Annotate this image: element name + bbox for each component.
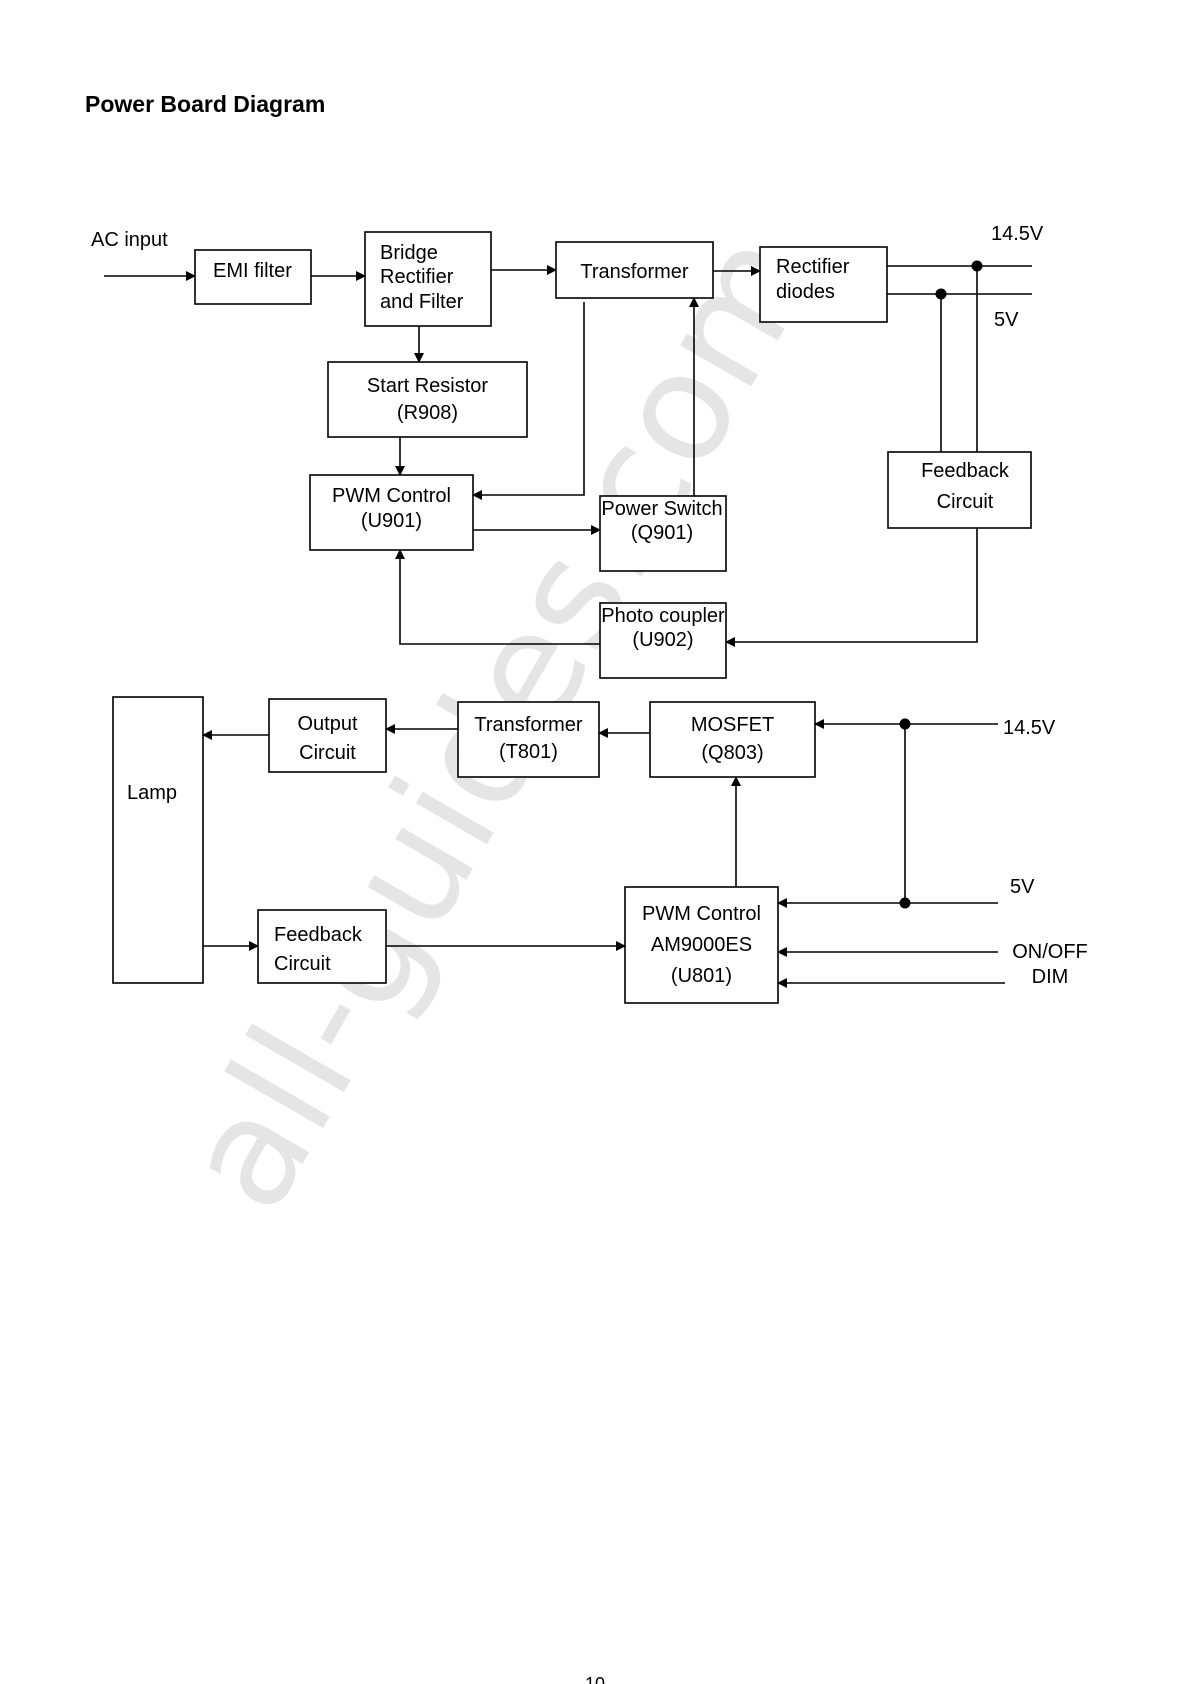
label-output-line-1: Output [297, 713, 357, 735]
wire-transformer-aux-to-pwm [472, 302, 585, 500]
rectifier-diodes-box [759, 246, 888, 323]
label-output-line-2: Circuit [299, 742, 356, 764]
label-transformer: Transformer [580, 261, 689, 283]
label-dim: DIM [1032, 966, 1069, 988]
label-bridge-line-1: Bridge [380, 242, 438, 264]
pwm-control-u801-box [624, 886, 779, 1004]
feedback-circuit-top-box [887, 451, 1032, 529]
label-feedback-bottom-line-1: Feedback [274, 924, 363, 946]
label-in-5v: 5V [1010, 876, 1035, 898]
label-out-5v: 5V [994, 309, 1019, 331]
start-resistor-box [327, 361, 528, 438]
junction-bottom-14v5 [899, 718, 911, 730]
label-photo-coupler-line-1: Photo coupler [601, 605, 725, 627]
label-start-resistor-line-2: (R908) [397, 402, 458, 424]
junction-5v [935, 288, 947, 300]
wire-photo-coupler-to-pwm [395, 549, 600, 645]
label-feedback-top-line-2: Circuit [937, 491, 994, 513]
label-pwm-u901-line-1: PWM Control [332, 485, 451, 507]
label-pwm-u801-line-1: PWM Control [642, 903, 761, 925]
label-power-switch-line-1: Power Switch [601, 498, 722, 520]
transformer-t801-box [457, 701, 600, 778]
transformer-box [555, 241, 714, 299]
label-pwm-u901-line-2: (U901) [361, 510, 422, 532]
label-out-14v5: 14.5V [991, 223, 1044, 245]
label-in-14v5: 14.5V [1003, 717, 1056, 739]
label-lamp: Lamp [127, 782, 177, 804]
label-mosfet-line-1: MOSFET [691, 714, 774, 736]
label-pwm-u801-line-3: (U801) [671, 965, 732, 987]
emi-filter-box [194, 249, 312, 305]
bridge-rectifier-box [364, 231, 492, 327]
label-start-resistor-line-1: Start Resistor [367, 375, 488, 397]
label-pwm-u801-line-2: AM9000ES [651, 934, 752, 956]
label-rectifier-line-1: Rectifier [776, 256, 850, 278]
label-mosfet-line-2: (Q803) [701, 742, 763, 764]
page-number: 10 [585, 1674, 605, 1684]
power-switch-box [599, 495, 727, 572]
output-circuit-box [268, 698, 387, 773]
label-rectifier-line-2: diodes [776, 281, 835, 303]
photo-coupler-box [599, 602, 727, 679]
pwm-control-u901-box [309, 474, 474, 551]
label-t801-line-1: Transformer [474, 714, 583, 736]
label-bridge-line-2: Rectifier [380, 266, 454, 288]
label-power-switch-line-2: (Q901) [631, 522, 693, 544]
label-emi-filter: EMI filter [213, 260, 292, 282]
page-title: Power Board Diagram [85, 91, 325, 117]
label-t801-line-2: (T801) [499, 741, 558, 763]
label-ac-input: AC input [91, 229, 168, 251]
label-on-off: ON/OFF [1012, 941, 1088, 963]
label-feedback-bottom-line-2: Circuit [274, 953, 331, 975]
label-bridge-line-3: and Filter [380, 291, 464, 313]
lamp-box [112, 696, 204, 984]
mosfet-box [649, 701, 816, 778]
label-feedback-top-line-1: Feedback [921, 460, 1010, 482]
wire-feedback-to-photo-coupler [725, 528, 978, 647]
junction-14v5 [971, 260, 983, 272]
label-photo-coupler-line-2: (U902) [632, 629, 693, 651]
